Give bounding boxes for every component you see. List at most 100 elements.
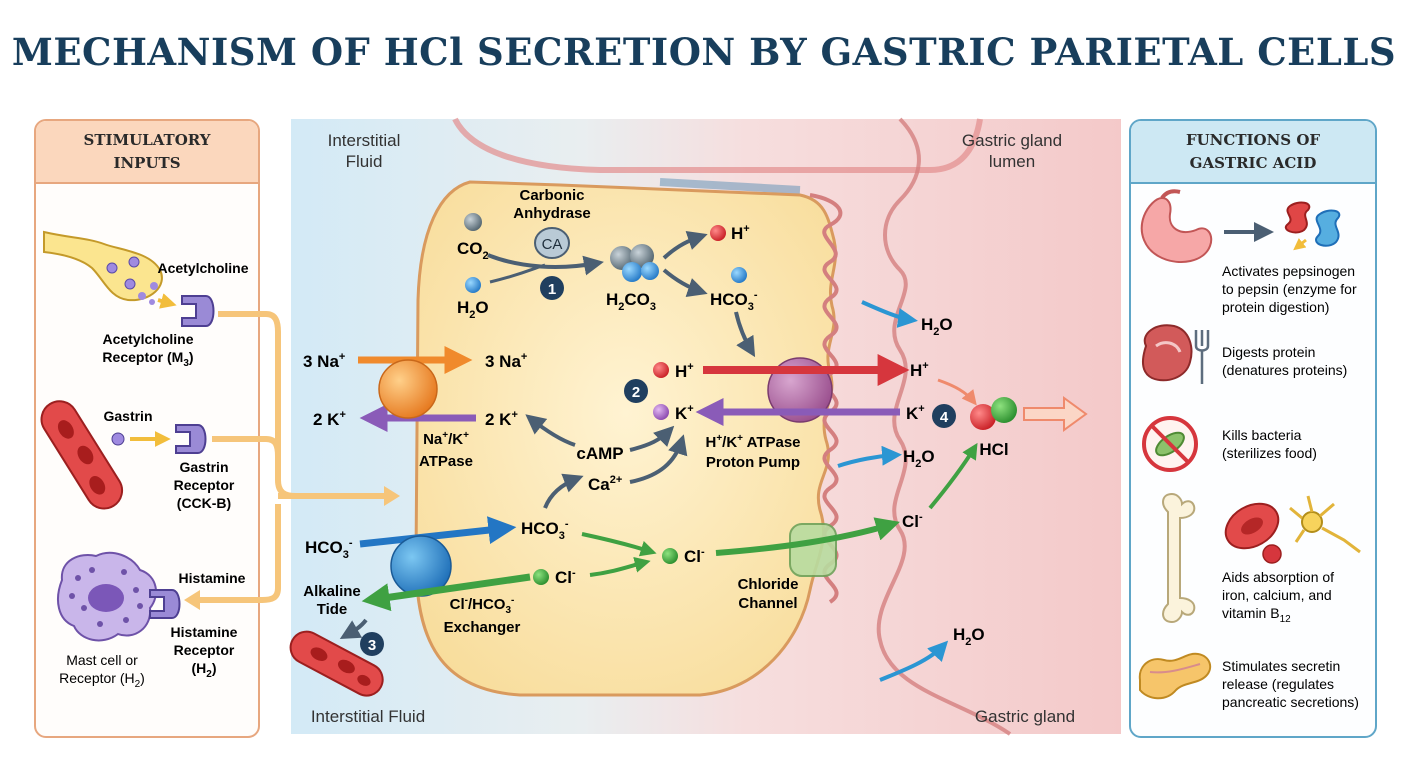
parietal-cell	[414, 180, 837, 697]
gastrin-molecule	[111, 432, 125, 446]
function-4-line-2: iron, calcium, and	[1222, 587, 1332, 603]
water-arrow-mid	[837, 445, 902, 468]
function-1-line-1: Activates pepsinogen	[1222, 263, 1355, 279]
histamine-receptor-label-1: Histamine	[171, 624, 238, 640]
k-ion-pump-label: K+	[675, 403, 694, 423]
histamine-receptor-label-2: Receptor	[174, 642, 235, 658]
fork-icon	[1194, 330, 1210, 384]
stimulatory-heading-line1: STIMULATORY	[83, 130, 211, 149]
hcl-h-atom	[970, 404, 996, 430]
proton-pump-label-2: Proton Pump	[706, 454, 800, 471]
ca-label: CA	[542, 236, 563, 253]
interstitial-top-label-2: Fluid	[346, 152, 383, 171]
h-ion-pump-label: H+	[675, 361, 694, 381]
na-k-atpase	[378, 359, 438, 419]
gastrin-receptor-icon	[175, 424, 207, 454]
water-top-label: H2O	[921, 315, 953, 338]
gland-wall	[876, 117, 1012, 736]
camp-label: cAMP	[576, 444, 623, 463]
hco3-left-label: HCO3-	[305, 537, 353, 561]
function-4-line-1: Aids absorption of	[1222, 569, 1334, 585]
step-1-badge	[540, 276, 564, 300]
stimulatory-heading-line2: INPUTS	[113, 153, 181, 172]
hcl-output-arrow	[1023, 396, 1088, 432]
carbonic-anhydrase-label-2: Anhydrase	[513, 205, 591, 222]
water-arrow-bottom	[879, 640, 949, 682]
pepsin-enzyme-icon	[1285, 201, 1341, 251]
gastrin-label: Gastrin	[103, 408, 152, 424]
input-to-cell-arrowhead	[384, 486, 400, 506]
mast-cell-label-2: Receptor (H2)	[59, 670, 145, 690]
co2-molecule	[464, 213, 482, 231]
acetylcholine-label: Acetylcholine	[157, 260, 248, 276]
page-title: MECHANISM OF HCl SECRETION BY GASTRIC PA…	[11, 30, 1397, 74]
ca-reaction-arrow-lower	[489, 263, 546, 284]
hco3-top-label: HCO3-	[710, 289, 758, 313]
hcl-label: HCl	[979, 440, 1008, 459]
stimulatory-inputs-panel: STIMULATORY INPUTS	[34, 119, 260, 738]
gastrin-receptor-label-3: (CCK-B)	[177, 495, 231, 511]
function-3-line-1: Kills bacteria	[1222, 427, 1302, 443]
stimulatory-inputs-heading: STIMULATORY INPUTS	[36, 121, 258, 184]
h2co3-molecule-b	[630, 244, 654, 268]
ach-to-receptor-arrow	[157, 293, 177, 309]
cl-center-label: Cl-	[684, 546, 705, 566]
dissociation-arrow-h	[662, 230, 708, 260]
ach-receptor-label-2: Receptor (M3)	[102, 349, 193, 369]
dissociation-arrow-hco3	[662, 268, 708, 298]
neuron-terminal-icon	[43, 230, 163, 302]
bone-icon	[1162, 492, 1196, 624]
histamine-label: Histamine	[179, 570, 246, 586]
apical-membrane-band	[452, 117, 983, 173]
blood-vessel-icon	[289, 630, 384, 697]
ach-receptor-label-1: Acetylcholine	[102, 331, 193, 347]
interstitial-bottom-label: Interstitial Fluid	[311, 707, 425, 726]
h-ion-top	[710, 225, 726, 241]
hco3-in-arrow	[359, 516, 517, 548]
h-ion-top-label: H+	[731, 223, 750, 243]
h-ion-pump	[653, 362, 669, 378]
na-right-label: 3 Na+	[485, 351, 527, 371]
function-2-line-1: Digests protein	[1222, 344, 1315, 360]
cl-to-hcl-arrow	[928, 442, 978, 510]
cl-hco3-out-arrow	[361, 573, 531, 612]
ach-connector	[218, 311, 297, 499]
step-4-badge	[932, 404, 956, 428]
h2o-label: H2O	[457, 298, 489, 321]
h-out-label: H+	[910, 360, 929, 380]
nak-label-1: Na+/K+	[423, 430, 469, 448]
na-left-label: 3 Na+	[303, 351, 345, 371]
ca-enzyme	[534, 227, 570, 259]
alkaline-to-vessel-arrow	[339, 618, 368, 639]
step-1-label: 1	[548, 281, 556, 298]
step-3-label: 3	[368, 637, 376, 654]
carbonic-anhydrase-label-1: Carbonic	[519, 187, 584, 204]
no-bacteria-icon	[1142, 416, 1198, 472]
hco3-to-cl-arrow	[581, 532, 657, 557]
ach-receptor-icon	[181, 295, 215, 327]
nak-label-2: ATPase	[419, 453, 473, 470]
h2co3-molecule-c	[622, 262, 642, 282]
hco3-to-pump-arrow	[734, 311, 756, 358]
lumen-label-1: Gastric gland	[962, 131, 1062, 150]
function-5-line-1: Stimulates secretin	[1222, 658, 1340, 674]
histamine-receptor-label-3: (H2)	[191, 660, 216, 680]
k-out-label: K+	[906, 403, 925, 423]
exchanger-label-1: Cl-/HCO3-	[450, 595, 515, 616]
step-2-label: 2	[632, 384, 640, 401]
hcl-cl-atom	[991, 397, 1017, 423]
k-ion-pump	[653, 404, 669, 420]
water-bottom-label: H2O	[953, 625, 985, 648]
canaliculus-tube	[659, 178, 801, 194]
interstitial-top-label-1: Interstitial	[328, 131, 401, 150]
cl-out-label: Cl-	[902, 511, 923, 531]
chloride-channel-label-1: Chloride	[738, 576, 799, 593]
ach-vesicle-1	[138, 292, 146, 300]
cl-left-label: Cl-	[555, 567, 576, 587]
steak-icon	[1141, 324, 1193, 382]
red-blood-cell-icon	[1224, 502, 1282, 564]
k-left-label: 2 K+	[313, 409, 346, 429]
stomach-icon	[1140, 189, 1213, 263]
chloride-channel	[789, 523, 837, 577]
